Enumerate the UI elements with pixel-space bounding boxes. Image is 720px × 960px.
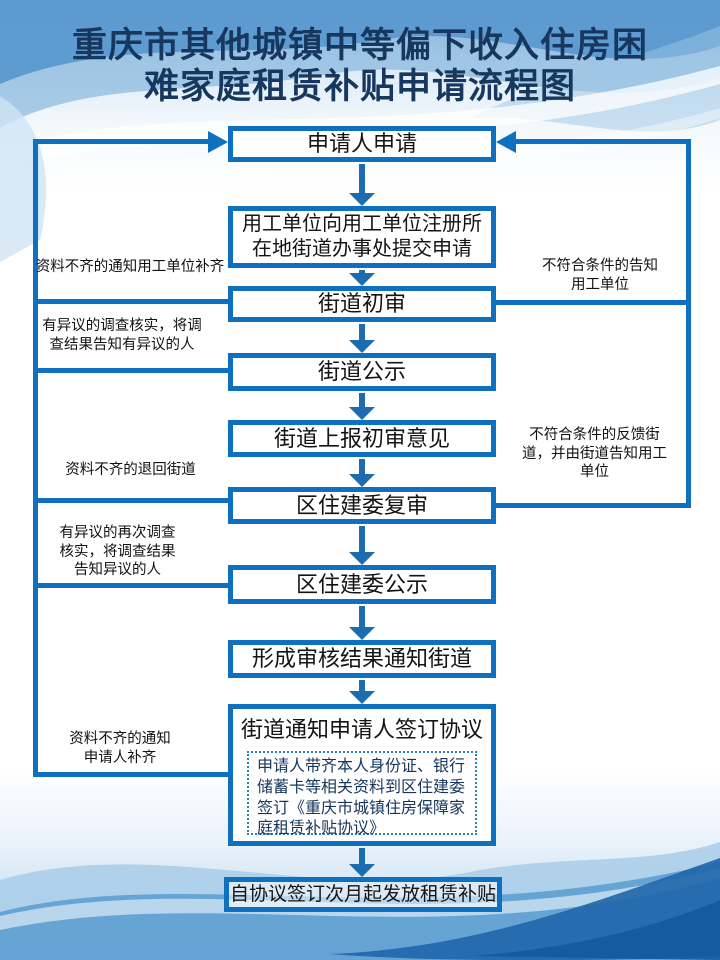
down-arrow-1	[349, 164, 375, 206]
arrow-stem	[359, 459, 365, 475]
arrow-stem	[359, 680, 365, 692]
flow-box-label: 用工单位向用工单位注册所在地街道办事处提交申请	[242, 213, 482, 260]
side-label-left-incomplete-notify-applicant: 资料不齐的通知申请人补齐	[69, 731, 171, 766]
flow-box-subsidy-disbursement: 自协议签订次月起发放租赁补贴	[224, 877, 502, 912]
page-title-line2: 难家庭租赁补贴申请流程图	[143, 67, 576, 106]
flow-box-street-initial-review: 街道初审	[228, 286, 496, 322]
connector-right-street-initial	[496, 300, 691, 305]
side-label-left-incomplete-return-street: 资料不齐的退回街道	[65, 462, 196, 478]
arrow-left-icon	[496, 131, 516, 153]
flow-box-label: 街道上报初审意见	[273, 425, 450, 451]
down-arrow-5	[349, 459, 375, 487]
page-title: 重庆市其他城镇中等偏下收入住房困 难家庭租赁补贴申请流程图	[0, 25, 720, 107]
flow-box-label: 形成审核结果通知街道	[251, 646, 472, 672]
flow-box-label: 街道公示	[317, 359, 406, 385]
flow-box-district-recheck: 区住建委复审	[228, 487, 496, 524]
connector-right-trunk	[686, 139, 691, 506]
connector-left-trunk	[33, 139, 38, 777]
arrow-down-icon	[349, 407, 375, 420]
down-arrow-9	[349, 848, 375, 877]
flow-box-employer-submit: 用工单位向用工单位注册所在地街道办事处提交申请	[228, 206, 496, 268]
connector-left-district-publicity	[33, 583, 228, 588]
arrow-stem	[359, 164, 365, 194]
down-arrow-8	[349, 680, 375, 704]
connector-left-to-apply	[33, 139, 209, 144]
flow-box-label: 街道初审	[317, 291, 406, 317]
connector-left-district-recheck	[33, 498, 228, 503]
down-arrow-3	[349, 324, 375, 353]
flow-box-applicant-apply: 申请人申请	[228, 126, 496, 162]
side-label-right-unqualified-notify-employer: 不符合条件的告知用工单位	[542, 258, 658, 293]
arrow-stem	[359, 526, 365, 553]
arrow-stem	[359, 270, 365, 274]
connector-right-district-recheck	[496, 503, 691, 508]
flow-box-street-report-opinion: 街道上报初审意见	[228, 420, 496, 457]
side-label-right-unqualified-feedback-street: 不符合条件的反馈街道，并由街道告知用工单位	[522, 427, 667, 481]
sign-agreement-note: 申请人带齐本人身份证、银行储蓄卡等相关资料到区住建委签订《重庆市城镇住房保障家庭…	[247, 751, 477, 837]
down-arrow-7	[349, 606, 375, 640]
connector-left-street-publicity	[33, 368, 228, 373]
arrow-stem	[359, 606, 365, 628]
arrow-down-icon	[349, 193, 375, 206]
arrow-stem	[359, 324, 365, 341]
flow-box-review-result-notify-street: 形成审核结果通知街道	[228, 640, 496, 678]
arrow-down-icon	[349, 474, 375, 487]
arrow-down-icon	[349, 273, 375, 286]
page-title-line1: 重庆市其他城镇中等偏下收入住房困	[71, 26, 648, 65]
connector-left-sign-agreement	[33, 772, 228, 777]
arrow-stem	[359, 393, 365, 408]
flow-box-street-notify-sign-agreement: 街道通知申请人签订协议 申请人带齐本人身份证、银行储蓄卡等相关资料到区住建委签订…	[228, 704, 496, 846]
flow-box-label: 街道通知申请人签订协议	[240, 717, 483, 742]
down-arrow-4	[349, 393, 375, 420]
flow-box-label: 自协议签订次月起发放租赁补贴	[229, 883, 496, 905]
arrow-stem	[359, 848, 365, 865]
down-arrow-6	[349, 526, 375, 565]
side-label-left-objection-verify: 有异议的调查核实，将调查结果告知有异议的人	[42, 318, 202, 353]
connector-left-street-initial	[33, 299, 228, 304]
arrow-down-icon	[349, 691, 375, 704]
down-arrow-2	[349, 270, 375, 286]
flow-box-district-publicity: 区住建委公示	[228, 565, 496, 604]
flow-box-street-publicity: 街道公示	[228, 353, 496, 391]
flow-box-label: 区住建委公示	[295, 571, 428, 597]
connector-right-to-apply	[515, 139, 691, 144]
arrow-down-icon	[349, 627, 375, 640]
flow-box-label: 申请人申请	[306, 131, 417, 157]
arrow-down-icon	[349, 864, 375, 877]
side-label-left-objection-reverify: 有异议的再次调查核实，将调查结果告知异议的人	[59, 525, 176, 579]
flow-box-label: 区住建委复审	[295, 492, 428, 518]
side-label-left-incomplete-notify-employer: 资料不齐的通知用工单位补齐	[35, 259, 225, 275]
arrow-down-icon	[349, 340, 375, 353]
arrow-down-icon	[349, 552, 375, 565]
arrow-right-icon	[208, 131, 228, 153]
